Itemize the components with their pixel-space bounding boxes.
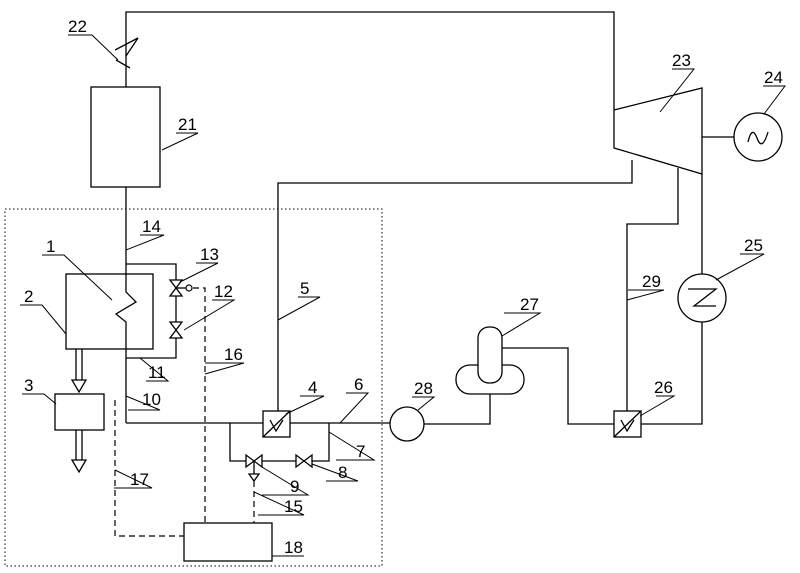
- label-13: 13: [200, 245, 219, 264]
- generator-24-sine: [747, 131, 769, 145]
- label-24: 24: [764, 68, 783, 87]
- label-23: 23: [672, 51, 691, 70]
- valve-9-actuator: [247, 473, 261, 483]
- arrow-2-3: [70, 349, 88, 394]
- hx-4-symbol: [262, 410, 291, 438]
- pipe-28-27: [424, 394, 491, 425]
- heater-2: [65, 273, 154, 350]
- label-6: 6: [354, 375, 363, 394]
- leader-lines: [20, 34, 786, 557]
- pipe-7: [312, 423, 330, 462]
- label-11: 11: [148, 363, 166, 382]
- pipe-5: [277, 160, 633, 411]
- signal-16: [193, 287, 206, 523]
- label-14: 14: [142, 217, 161, 236]
- check-valve-22: [114, 37, 139, 70]
- label-17: 17: [130, 470, 149, 489]
- pipe-branch-left: [229, 423, 246, 462]
- label-9: 9: [290, 477, 299, 496]
- condenser-25: [677, 273, 727, 323]
- turbine-23: [613, 87, 703, 175]
- label-10: 10: [142, 390, 161, 409]
- label-15: 15: [284, 497, 303, 516]
- label-2: 2: [24, 287, 33, 306]
- valve-8: [295, 453, 313, 469]
- label-27: 27: [520, 295, 539, 314]
- pump-28: [389, 406, 425, 442]
- label-29: 29: [642, 272, 661, 291]
- pipe-bypass-top: [126, 263, 177, 280]
- label-26: 26: [654, 378, 673, 397]
- generator-24: [733, 112, 783, 162]
- label-8: 8: [338, 463, 347, 482]
- tank-21: [90, 86, 161, 188]
- valve-9: [245, 453, 263, 469]
- pipe-29: [626, 168, 679, 411]
- unit-3: [54, 393, 105, 431]
- system-boundary: [4, 208, 383, 567]
- label-25: 25: [744, 236, 763, 255]
- label-28: 28: [414, 379, 433, 398]
- arrow-3-out: [70, 430, 88, 474]
- pipe-26-25: [641, 322, 703, 425]
- label-22: 22: [68, 17, 87, 36]
- condenser-25-coil: [688, 288, 718, 307]
- label-12: 12: [214, 282, 233, 301]
- label-4: 4: [308, 378, 317, 397]
- controller-18: [183, 522, 273, 562]
- valve-12: [168, 321, 184, 339]
- valve-13: [168, 279, 184, 297]
- label-21: 21: [178, 115, 197, 134]
- valve-13-actuator: [185, 284, 193, 292]
- label-7: 7: [356, 442, 365, 461]
- hx-26-symbol: [613, 410, 642, 438]
- coil-1: [114, 274, 138, 349]
- label-16: 16: [224, 345, 243, 364]
- pipe-11: [126, 338, 177, 359]
- label-3: 3: [24, 376, 33, 395]
- label-1: 1: [46, 237, 55, 256]
- deaerator-27-column: [477, 326, 503, 384]
- pipe-top-loop: [125, 11, 615, 110]
- pipe-27-26: [502, 347, 614, 425]
- label-5: 5: [300, 279, 309, 298]
- label-18: 18: [284, 538, 303, 557]
- signal-17: [114, 400, 184, 537]
